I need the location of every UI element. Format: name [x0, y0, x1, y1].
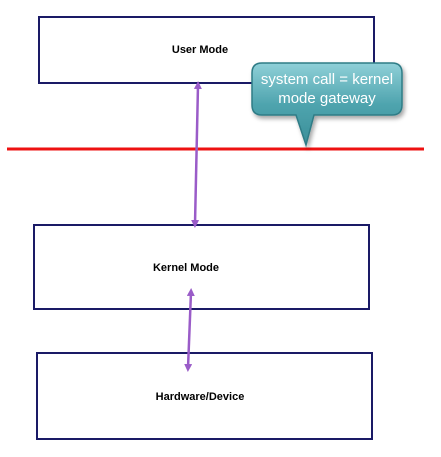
user-mode-box: User Mode — [38, 16, 375, 84]
system-call-callout — [251, 62, 403, 148]
callout-text-line-2: mode gateway — [278, 90, 376, 107]
hardware-device-label: Hardware/Device — [156, 391, 245, 403]
kernel-mode-box: Kernel Mode — [33, 224, 370, 310]
kernel-hardware-arrow — [184, 288, 195, 372]
user-mode-label: User Mode — [172, 44, 228, 56]
kernel-mode-label: Kernel Mode — [153, 262, 219, 274]
hardware-device-box: Hardware/Device — [36, 352, 373, 440]
user-kernel-arrow — [191, 81, 202, 228]
callout-text-line-1: system call = kernel — [261, 71, 393, 88]
